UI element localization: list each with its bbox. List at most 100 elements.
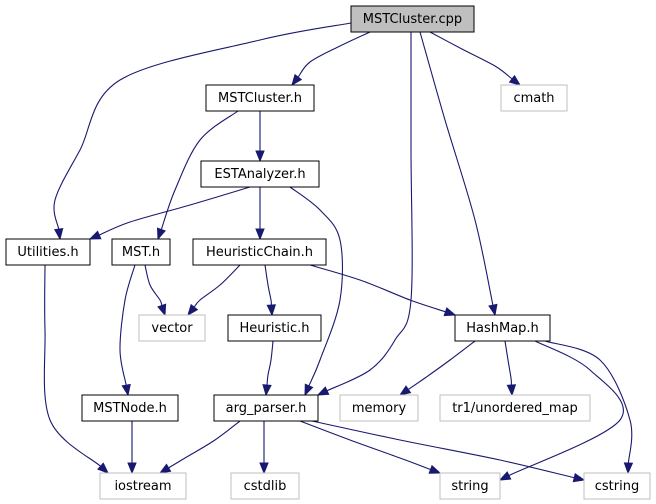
node-label: HashMap.h bbox=[466, 321, 539, 336]
node-box[interactable] bbox=[350, 5, 475, 33]
edge-line bbox=[43, 264, 101, 467]
edge-arrowhead bbox=[187, 303, 199, 317]
node-box[interactable] bbox=[192, 238, 327, 266]
edge-mstcluster-h-to-estanalyzer-h bbox=[255, 111, 265, 163]
node-box[interactable] bbox=[500, 84, 568, 112]
edge-line bbox=[309, 264, 446, 313]
edge-line bbox=[266, 340, 274, 386]
node-heuristic-h[interactable]: Heuristic.h bbox=[227, 314, 322, 342]
edge-mstcluster-h-to-mst-h bbox=[156, 110, 239, 241]
node-cstdlib[interactable]: cstdlib bbox=[230, 472, 300, 500]
node-cstring[interactable]: cstring bbox=[583, 472, 651, 500]
node-box[interactable] bbox=[583, 472, 651, 500]
node-cmath[interactable]: cmath bbox=[500, 84, 568, 112]
edge-arrowhead bbox=[158, 463, 172, 474]
node-box[interactable] bbox=[454, 314, 551, 342]
edge-arrowhead bbox=[498, 471, 512, 481]
edge-line bbox=[326, 31, 413, 392]
edge-line bbox=[297, 31, 371, 78]
node-mstnode-h[interactable]: MSTNode.h bbox=[81, 394, 179, 422]
node-string[interactable]: string bbox=[439, 472, 501, 500]
edges-layer bbox=[43, 22, 634, 483]
node-box[interactable] bbox=[213, 394, 319, 422]
edge-line bbox=[407, 340, 476, 390]
node-box[interactable] bbox=[205, 84, 315, 112]
node-tr1-unordered-map[interactable]: tr1/unordered_map bbox=[439, 394, 591, 422]
edge-heuristic-h-to-arg-parser-h bbox=[262, 340, 274, 397]
edge-arg-parser-h-to-string bbox=[299, 420, 442, 474]
edge-arrowhead bbox=[316, 386, 330, 396]
edge-line bbox=[53, 22, 352, 230]
node-heuristicchain-h[interactable]: HeuristicChain.h bbox=[192, 238, 327, 266]
node-label: MSTCluster.cpp bbox=[363, 12, 462, 27]
node-memory[interactable]: memory bbox=[339, 394, 419, 422]
node-box[interactable] bbox=[439, 394, 591, 422]
node-box[interactable] bbox=[439, 472, 501, 500]
edge-arrowhead bbox=[304, 383, 314, 397]
edge-line bbox=[289, 186, 344, 387]
edge-utilities-h-to-iostream bbox=[43, 264, 109, 474]
edge-line bbox=[544, 340, 633, 464]
node-label: iostream bbox=[114, 479, 171, 494]
edge-line bbox=[429, 31, 513, 80]
edge-hashmap-h-to-tr1-unordered-map bbox=[504, 340, 517, 397]
edge-estanalyzer-h-to-utilities-h bbox=[88, 186, 251, 240]
edge-line bbox=[508, 340, 624, 476]
node-box[interactable] bbox=[81, 394, 179, 422]
edge-arrowhead bbox=[121, 383, 131, 397]
node-label: tr1/unordered_map bbox=[452, 401, 578, 416]
node-iostream[interactable]: iostream bbox=[99, 472, 187, 500]
node-label: cmath bbox=[513, 91, 554, 106]
edge-arrowhead bbox=[428, 464, 442, 474]
node-mstcluster-h[interactable]: MSTCluster.h bbox=[205, 84, 315, 112]
edge-heuristicchain-h-to-hashmap-h bbox=[309, 264, 457, 317]
node-box[interactable] bbox=[200, 160, 320, 188]
node-label: cstdlib bbox=[244, 479, 287, 494]
node-label: arg_parser.h bbox=[226, 401, 307, 416]
node-utilities-h[interactable]: Utilities.h bbox=[5, 238, 91, 266]
edge-line bbox=[160, 110, 239, 230]
edge-arg-parser-h-to-iostream bbox=[158, 420, 241, 474]
node-label: memory bbox=[352, 401, 407, 416]
edge-arrowhead bbox=[157, 303, 167, 317]
edge-arrowhead bbox=[623, 462, 634, 475]
node-mst-h[interactable]: MST.h bbox=[111, 238, 171, 266]
node-box[interactable] bbox=[230, 472, 300, 500]
edge-arrowhead bbox=[443, 307, 457, 317]
node-box[interactable] bbox=[111, 238, 171, 266]
edge-hashmap-h-to-cstring bbox=[544, 340, 634, 475]
edge-arrowhead bbox=[255, 150, 265, 163]
node-label: Heuristic.h bbox=[240, 321, 310, 336]
edge-arrowhead bbox=[255, 228, 265, 241]
edge-hashmap-h-to-string bbox=[498, 340, 624, 481]
node-arg-parser-h[interactable]: arg_parser.h bbox=[213, 394, 319, 422]
edge-mstcluster-cpp-to-utilities-h bbox=[53, 22, 352, 241]
edge-line bbox=[193, 264, 241, 308]
node-box[interactable] bbox=[227, 314, 322, 342]
edge-arg-parser-h-to-cstring bbox=[311, 420, 586, 483]
node-estanalyzer-h[interactable]: ESTAnalyzer.h bbox=[200, 160, 320, 188]
edge-line bbox=[311, 420, 575, 479]
edge-arrowhead bbox=[259, 462, 269, 475]
node-hashmap-h[interactable]: HashMap.h bbox=[454, 314, 551, 342]
edge-line bbox=[98, 186, 251, 236]
node-box[interactable] bbox=[5, 238, 91, 266]
edge-arrowhead bbox=[488, 303, 498, 317]
node-box[interactable] bbox=[339, 394, 419, 422]
node-label: MSTCluster.h bbox=[218, 91, 302, 106]
edge-line bbox=[504, 340, 512, 386]
edge-line bbox=[264, 264, 272, 306]
edge-hashmap-h-to-memory bbox=[398, 340, 476, 396]
node-label: HeuristicChain.h bbox=[206, 245, 313, 260]
edge-heuristicchain-h-to-heuristic-h bbox=[264, 264, 277, 317]
edge-mstcluster-cpp-to-mstcluster-h bbox=[291, 31, 371, 87]
node-box[interactable] bbox=[138, 314, 206, 342]
edge-mstnode-h-to-iostream bbox=[127, 421, 137, 475]
edge-arg-parser-h-to-cstdlib bbox=[259, 421, 269, 475]
node-vector[interactable]: vector bbox=[138, 314, 206, 342]
edge-arrowhead bbox=[398, 385, 412, 396]
node-mstcluster-cpp[interactable]: MSTCluster.cpp bbox=[350, 5, 475, 33]
node-box[interactable] bbox=[99, 472, 187, 500]
